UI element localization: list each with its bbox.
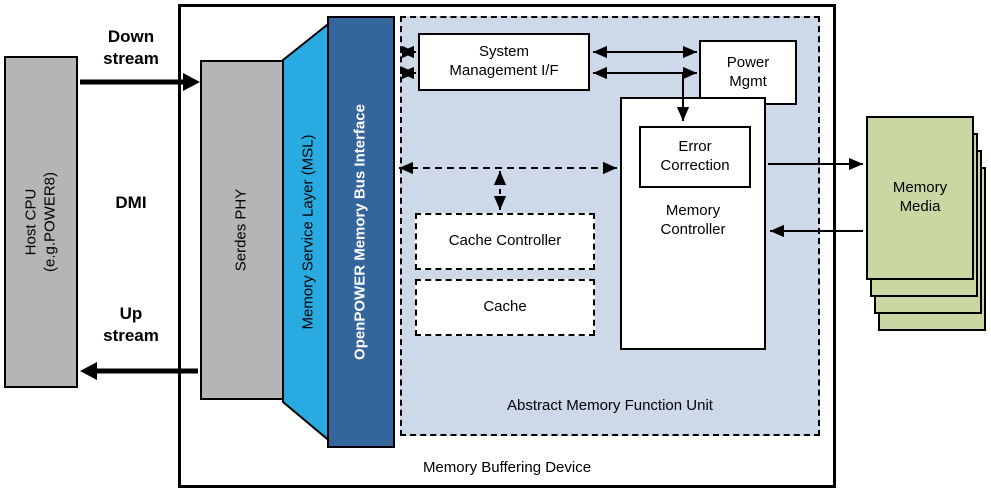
serdes-phy-box: Serdes PHY: [200, 60, 284, 400]
memory-controller-label: Memory Controller: [660, 202, 726, 238]
system-mgmt-box: System Management I/F: [418, 33, 590, 91]
power-mgmt-box: Power Mgmt: [699, 40, 797, 105]
upstream-label: Up stream: [103, 304, 159, 346]
downstream-label: Down stream: [103, 27, 159, 69]
openpower-bus-box: OpenPOWER Memory Bus Interface: [327, 16, 395, 448]
memory-controller-box: Error Correction Memory Controller: [620, 97, 766, 350]
error-correction-box: Error Correction: [639, 126, 751, 188]
memory-buffering-device-label: Memory Buffering Device: [422, 459, 592, 476]
cache-box: Cache: [415, 279, 595, 336]
memory-media-box: Memory Media: [866, 116, 974, 280]
host-cpu-label: Host CPU (e.g.POWER8): [22, 171, 58, 273]
msl-label: Memory Service Layer (MSL): [299, 134, 317, 330]
dmi-label: DMI: [115, 193, 147, 212]
cache-controller-box: Cache Controller: [415, 213, 595, 270]
host-cpu-box: Host CPU (e.g.POWER8): [4, 56, 78, 388]
amfu-label: Abstract Memory Function Unit: [507, 397, 713, 414]
openpower-bus-label: OpenPOWER Memory Bus Interface: [351, 104, 369, 360]
serdes-phy-label: Serdes PHY: [232, 188, 250, 272]
